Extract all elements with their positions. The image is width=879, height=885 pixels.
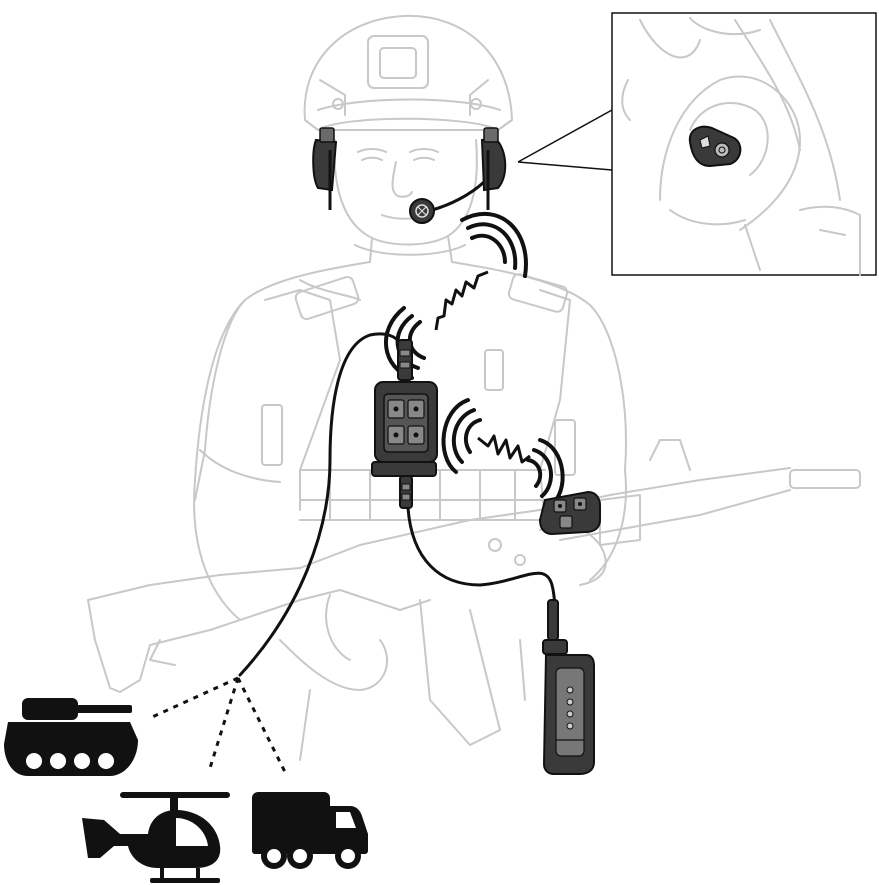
radio-icon — [543, 600, 594, 774]
truck-icon — [252, 792, 368, 869]
tank-icon — [4, 698, 138, 776]
earplug-inset — [518, 13, 876, 275]
helicopter-icon — [82, 792, 230, 883]
ptt-button-icon — [540, 492, 600, 534]
rifle-icon — [88, 440, 860, 745]
vehicle-links — [150, 678, 285, 772]
ptt-hub-icon — [372, 340, 437, 508]
